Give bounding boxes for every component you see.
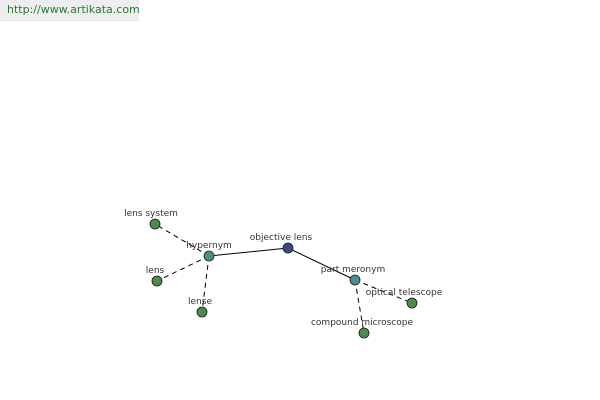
node-part-meronym[interactable] <box>349 274 361 286</box>
label-part-meronym[interactable]: part meronym <box>321 265 385 275</box>
edges-layer <box>154 223 413 334</box>
label-objective-lens[interactable]: objective lens <box>250 233 313 243</box>
site-link[interactable]: http://www.artikata.com <box>7 3 140 16</box>
label-lens[interactable]: lens <box>146 266 165 276</box>
nodes-layer <box>149 218 418 339</box>
edge-part-meronym-optical-telescope <box>354 279 413 304</box>
node-objective-lens[interactable] <box>282 242 294 254</box>
edge-hypernym-lense <box>201 255 210 313</box>
url-bar: http://www.artikata.com <box>0 0 140 21</box>
edge-hypernym-lens-system <box>154 223 210 257</box>
labels-layer: objective lens hypernym part meronym lens s… <box>124 209 443 328</box>
label-lense[interactable]: lense <box>188 297 212 307</box>
label-lens-system[interactable]: lens system <box>124 209 178 219</box>
node-lens-system[interactable] <box>149 218 161 230</box>
node-lens[interactable] <box>151 275 163 287</box>
label-compound-microscope[interactable]: compound microscope <box>311 318 414 328</box>
node-compound-microscope[interactable] <box>358 327 370 339</box>
node-hypernym[interactable] <box>203 250 215 262</box>
edge-hypernym-lens <box>156 255 210 282</box>
node-lense[interactable] <box>196 306 208 318</box>
label-hypernym[interactable]: hypernym <box>186 241 232 251</box>
node-optical-telescope[interactable] <box>406 297 418 309</box>
edge-objective-lens-hypernym <box>208 247 289 257</box>
label-optical-telescope[interactable]: optical telescope <box>366 288 443 298</box>
edge-objective-lens-part-meronym <box>287 247 356 281</box>
